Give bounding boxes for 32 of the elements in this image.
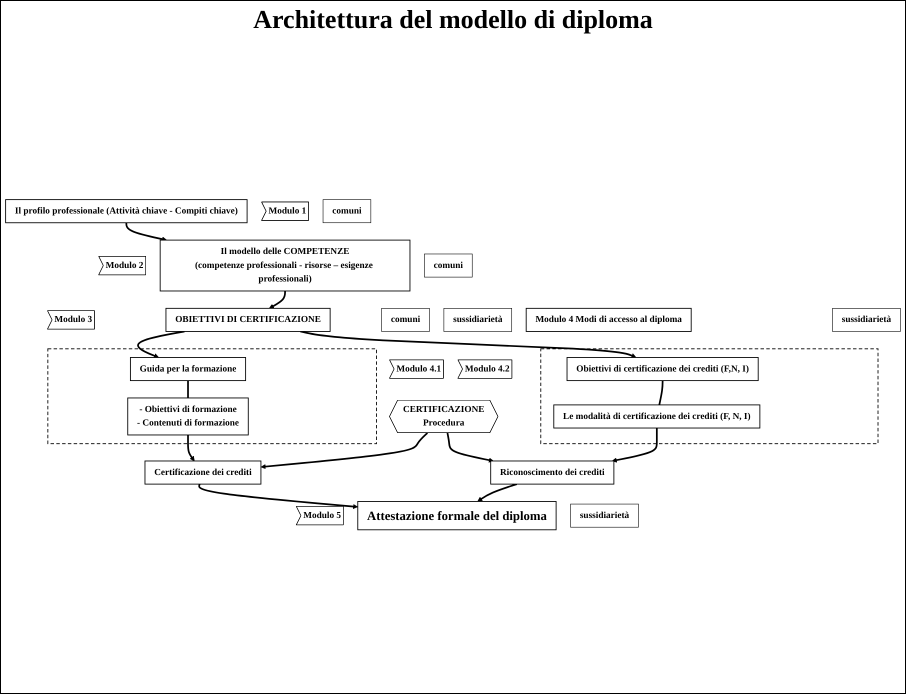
node-box: Il profilo professionale (Attività chiave - Compiti chiave) (5, 199, 248, 224)
cluster (47, 348, 377, 444)
arrow (446, 433, 494, 463)
arrow (198, 484, 358, 510)
node-box: comuni (424, 254, 473, 278)
node-box: Attestazione formale del diploma (357, 501, 557, 530)
arrow (126, 223, 167, 242)
arrow (260, 432, 428, 470)
node-box: sussidiarietà (444, 308, 512, 332)
arrow (477, 484, 518, 502)
node-box: Certificazione dei crediti (144, 460, 262, 485)
arrow (268, 291, 286, 309)
diagram-title: Architettura del modello di diploma (253, 5, 653, 35)
node-box: Le modalità di certificazione dei crediti (F, N, I) (553, 404, 760, 429)
node-box: Riconoscimento dei crediti (490, 460, 614, 485)
node-box: Il modello delle COMPETENZE (competenze professionali - risorse – esigenze professionali) (160, 240, 410, 292)
arrow (137, 330, 185, 358)
connector (658, 380, 664, 406)
arrow (300, 330, 636, 358)
arrow (187, 435, 195, 462)
node-box: Guida per la formazione (130, 357, 246, 382)
cluster (540, 348, 878, 444)
arrow (612, 428, 658, 463)
node-box: sussidiarietà (570, 504, 639, 528)
node-box: comuni (381, 308, 430, 332)
node-box: sussidiarietà (832, 308, 901, 332)
connector (187, 380, 189, 398)
node-box: OBIETTIVI DI CERTIFICAZIONE (166, 308, 331, 332)
node-box: - Obiettivi di formazione - Contenuti di formazione (127, 398, 249, 436)
node-box: Obiettivi di certificazione dei crediti (F,N, I) (566, 357, 759, 382)
node-box: comuni (322, 200, 372, 224)
node-box: Modulo 4 Modi di accesso al diploma (526, 308, 692, 332)
